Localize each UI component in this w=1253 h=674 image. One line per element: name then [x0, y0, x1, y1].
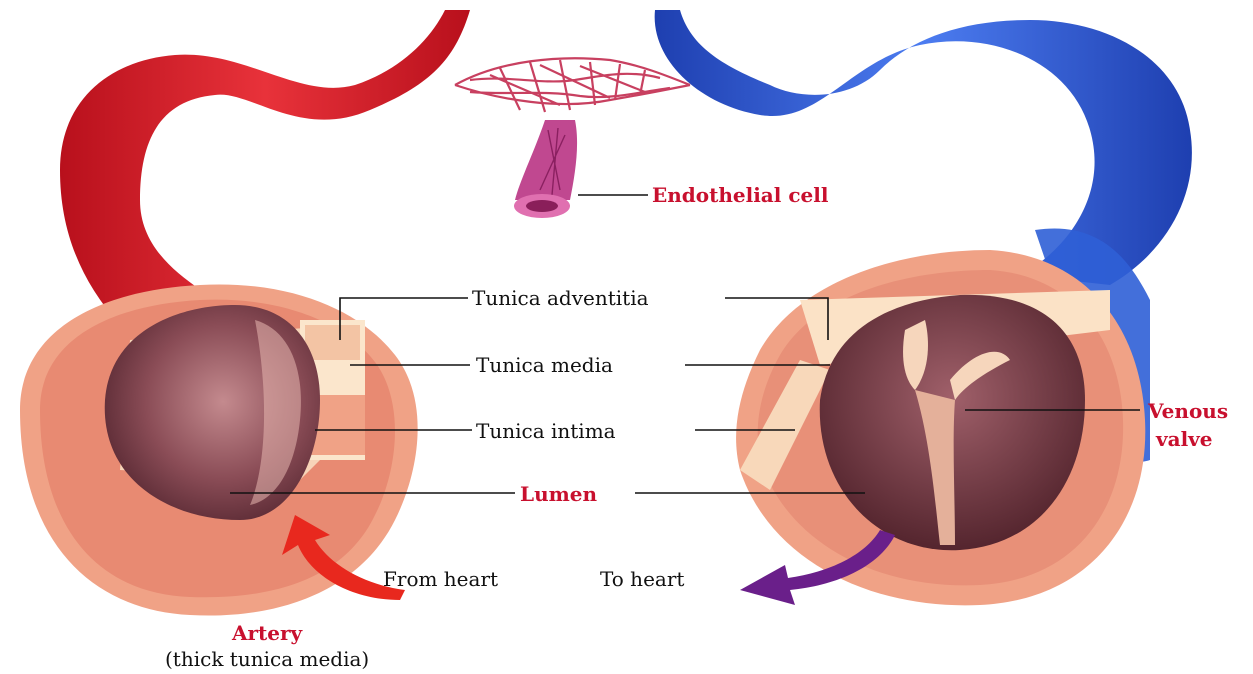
tunica-adventitia-label: Tunica adventitia	[472, 286, 649, 310]
artery-cross-section	[20, 284, 418, 615]
venous-valve-label-line1: Venous	[1147, 399, 1228, 423]
tunica-intima-label: Tunica intima	[476, 419, 616, 443]
vein-cross-section	[736, 250, 1145, 605]
from-heart-label: From heart	[383, 567, 498, 591]
venous-valve-label-line2: valve	[1155, 427, 1213, 451]
capillary-network	[455, 58, 690, 112]
artery-tube	[60, 10, 470, 325]
artery-note-label: (thick tunica media)	[165, 647, 369, 671]
artery-label: Artery	[231, 621, 304, 645]
lumen-label: Lumen	[520, 482, 597, 506]
endothelial-tube	[514, 120, 577, 218]
tunica-media-label: Tunica media	[476, 353, 613, 377]
endothelial-cell-label: Endothelial cell	[652, 183, 829, 207]
to-heart-label: To heart	[600, 567, 684, 591]
